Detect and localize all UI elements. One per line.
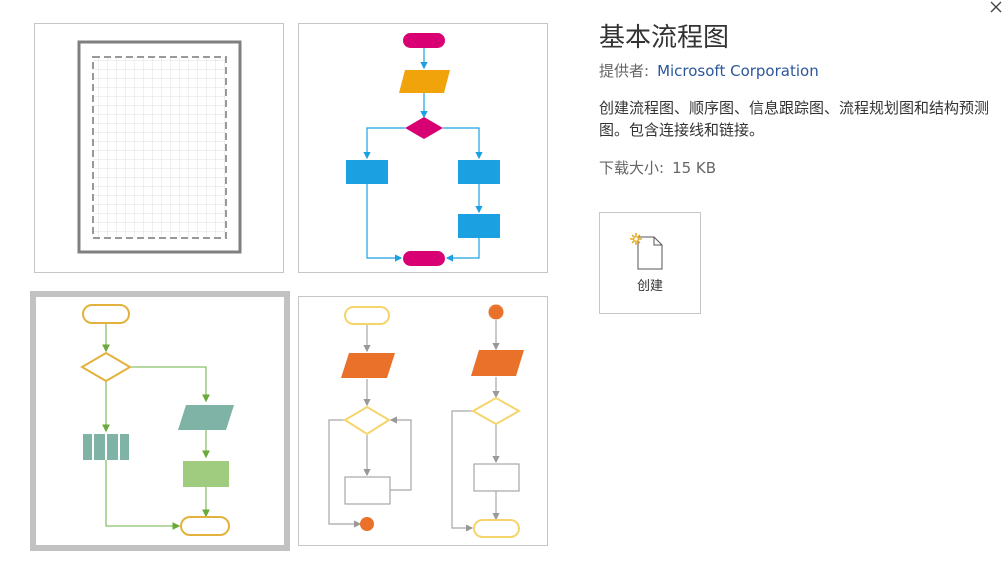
download-size-value: 15 KB [672, 159, 717, 177]
blank-page-preview[interactable] [34, 23, 284, 273]
blue-flowchart-preview[interactable] [298, 23, 548, 273]
provider-row: 提供者: Microsoft Corporation [599, 60, 819, 81]
template-title: 基本流程图 [599, 23, 730, 53]
blue-flowchart-icon [346, 33, 500, 266]
create-button-label: 创建 [636, 279, 663, 294]
orange-flowchart-preview[interactable] [298, 296, 548, 546]
create-button[interactable]: 创建 [599, 212, 701, 314]
green-flowchart-icon [80, 304, 234, 536]
template-description: 创建流程图、顺序图、信息跟踪图、流程规划图和结构预测图。包含连接线和链接。 [599, 99, 990, 139]
green-flowchart-preview[interactable] [30, 291, 290, 551]
close-button[interactable] [988, 0, 1004, 16]
blank-grid-page-icon [77, 40, 242, 254]
orange-flowchart-icon [328, 304, 524, 538]
download-size-label: 下载大小: [599, 159, 665, 177]
provider-link[interactable]: Microsoft Corporation [657, 62, 819, 80]
download-size-row: 下载大小: 15 KB [599, 157, 716, 178]
new-file-icon [630, 233, 663, 270]
close-icon [990, 1, 1002, 13]
provider-label: 提供者: [599, 62, 650, 80]
